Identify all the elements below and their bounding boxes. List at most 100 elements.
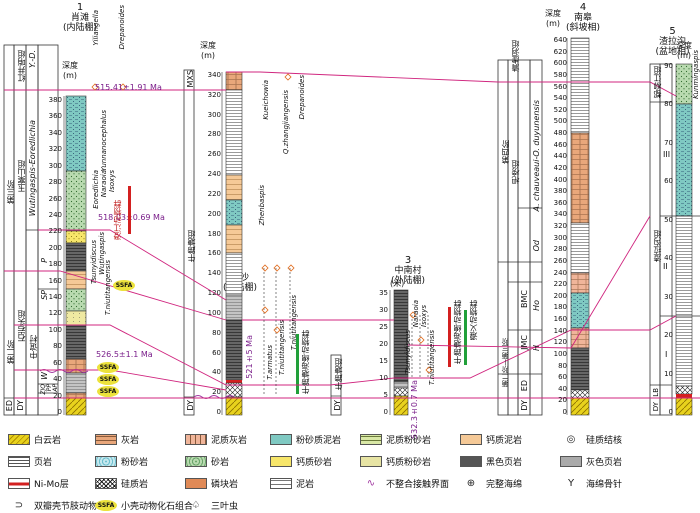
depth-tick: 540 [553,94,567,103]
depth-tick: 20 [379,340,388,348]
depth-tick: 10 [379,374,388,382]
taxon-label: Isoxys [420,305,428,327]
zone-label: A. chauveaui-O. duyunensis [532,100,541,212]
depth-tick: 240 [48,210,62,219]
taxon-label: Q.zhangjiangensis [282,90,290,155]
ssfa-icon: SSFA [95,499,117,511]
depth-tick: 240 [207,170,221,179]
nodule-icon: ◎ [566,433,576,445]
depth-tick: 160 [553,315,567,323]
depth-tick: 25 [379,323,388,331]
depth-word: 深度 [62,61,78,70]
depth-tick: 20 [664,331,673,340]
legend-swatch [460,433,482,445]
depth-tick: 120 [207,289,221,298]
formation-label: LB [652,388,660,397]
trilobite-markers [91,73,433,374]
ssfa-badge: SSFA [113,280,135,291]
depth-label-4: 深度 (m) [545,8,561,28]
depth-label-2: 深度 (m) [200,40,216,60]
legend-swatch [8,433,30,445]
depth-tick: 0 [57,408,62,416]
depth-tick: 380 [553,187,567,196]
depth-tick: 580 [553,70,567,79]
taxon-label: Eoredlichia [92,170,100,209]
section-4-column [497,37,590,416]
section-2-column [183,69,299,416]
formation-label: DY [652,402,660,412]
depth-tick: 300 [207,110,221,119]
depth-tick: 620 [553,47,567,56]
formation-label: 杷榜组 [511,160,520,184]
depth-tick: 300 [553,233,567,242]
unit-label: II [663,262,668,271]
depth-label-3: (米) [390,278,404,289]
section-number: 1 [76,2,84,13]
legend-swatch [95,477,117,489]
formation-label: 牛蹄塘组 [187,230,196,262]
depth-label-5: 深度 (m) [676,40,692,60]
legend-label: Ni-Mo层 [34,479,69,490]
legend-label: 完整海绵 [486,479,523,490]
legend-label: 页岩 [34,457,53,468]
depth-tick: 80 [558,361,567,370]
depth-tick: 30 [379,306,388,314]
taxon-label: Yunnanocephalus [100,110,108,172]
legend-item: 灰岩 [95,431,139,447]
zone-label: W [40,372,49,380]
depth-unit: (m) [62,71,78,80]
depth-tick: 140 [553,326,567,335]
depth-tick: 0 [216,408,221,416]
depth-word: 深度 [200,41,216,50]
legend-swatch [460,455,482,467]
legend-label: 泥岩 [296,479,315,490]
taxon-label: T.niutitangensis [290,295,298,351]
depth-tick: 220 [207,189,221,198]
taxon-label: Drepanoides [118,5,126,50]
legend-swatch [8,455,30,467]
taxon-label: T.armatus [266,345,274,380]
legend-swatch [185,455,207,467]
depth-tick: 80 [212,328,221,337]
legend-label: 小壳动物化石组合 [121,501,194,512]
legend-swatch [270,433,292,445]
biota-label: 遵义动物群 [469,300,478,340]
depth-tick: 160 [48,276,62,285]
zone-label: P [40,258,49,263]
depth-tick: 220 [553,280,567,289]
legend-item: ⊃双瓣壳节肢动物 [8,497,97,513]
depth-label-1: 深度 (m) [62,60,78,80]
legend-item: ♤三叶虫 [185,497,239,513]
biota-label: 牛蹄塘海绵动物群 [301,330,310,394]
depth-tick: 600 [553,59,567,68]
depth-unit: (m) [676,51,692,60]
legend-item: 黑色页岩 [460,453,522,469]
section-number: 3 [404,255,412,266]
section-facies: (斜坡相) [565,23,601,33]
depth-tick: 140 [207,269,221,278]
depth-tick: 40 [53,375,62,384]
legend: 白云岩灰岩泥质灰岩粉砂质泥岩泥质粉砂岩钙质泥岩◎硅质结核页岩粉砂岩砂岩钙质砂岩钙… [0,425,700,512]
formation-label: JMC [520,335,529,350]
depth-tick: 200 [207,209,221,218]
depth-tick: 360 [48,112,62,121]
legend-label: 海绵骨针 [586,479,623,490]
depth-tick: 0 [668,408,673,416]
taxon-label: Kunmingaspis [692,50,700,99]
zone-label: ED [520,380,529,392]
legend-item: 粉砂岩 [95,453,148,469]
depth-tick: 180 [207,229,221,238]
depth-tick: 35 [379,289,388,297]
taxon-label: Naraoia [412,300,420,328]
depth-tick: 640 [553,36,567,44]
zone-label: Y.-D. [28,50,37,68]
legend-label: 白云岩 [34,435,62,446]
age-annotation: 526.5±1.1 Ma [96,350,153,359]
legend-label: 钙质粉砂岩 [386,457,432,468]
ssfa-badge: SSFA [97,374,119,385]
depth-tick: 240 [553,268,567,277]
formation-label: BMC [520,290,529,308]
formation-label: 都柳江组 [653,66,662,98]
unit-label: III [663,150,671,159]
